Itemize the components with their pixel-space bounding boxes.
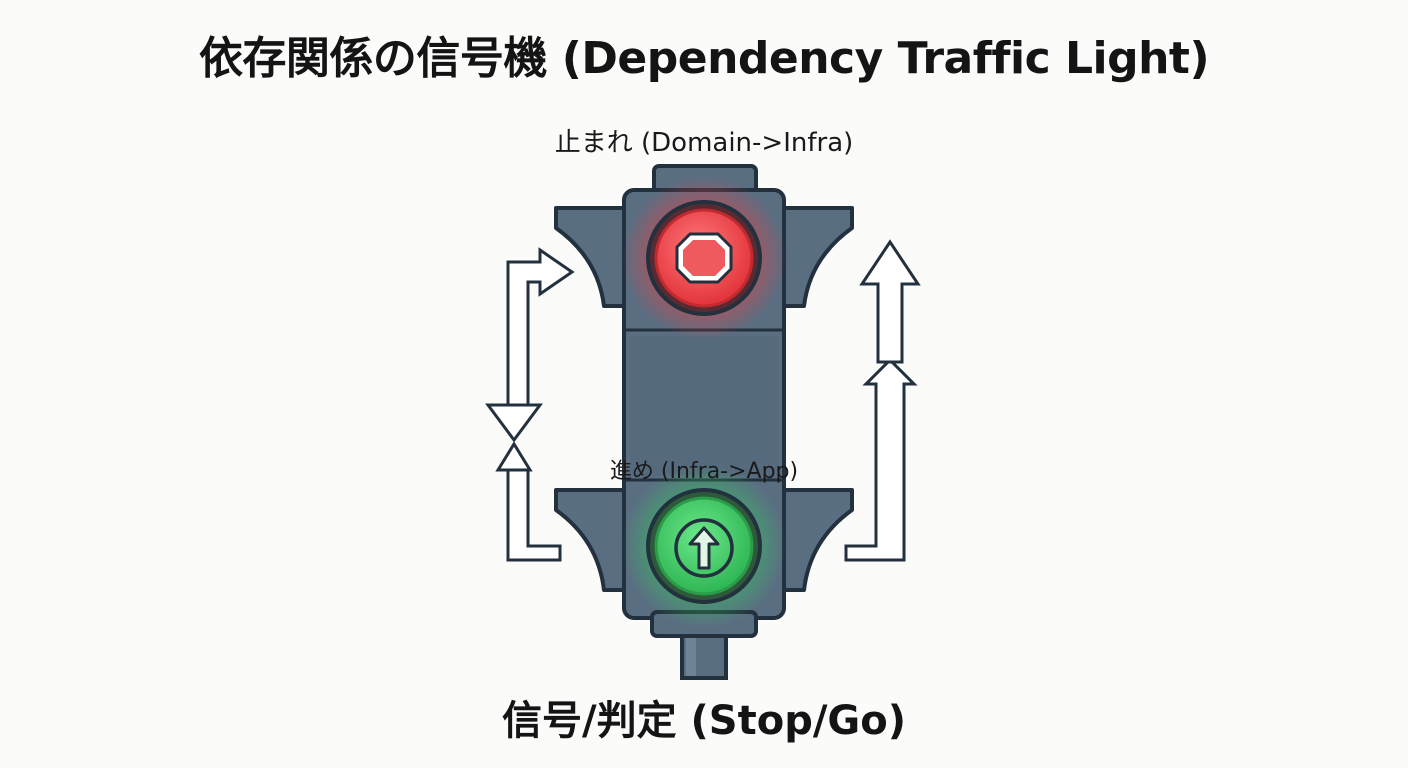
right-flow-arrow — [844, 239, 921, 562]
stop-label: 止まれ (Domain->Infra) — [554, 128, 854, 158]
up-arrow-icon — [674, 518, 734, 578]
visor-left-top — [554, 206, 628, 308]
stop-octagon-icon — [675, 232, 733, 284]
signal-judgment-label: 信号/判定 (Stop/Go) — [501, 698, 907, 744]
go-label: 進め (Infra->App) — [609, 459, 799, 484]
left-flow-arrow — [485, 247, 575, 562]
visor-right-top — [780, 206, 854, 308]
visor-left-bottom — [554, 488, 628, 592]
visor-right-bottom — [780, 488, 854, 592]
diagram-title: 依存関係の信号機 (Dependency Traffic Light) — [198, 33, 1210, 84]
